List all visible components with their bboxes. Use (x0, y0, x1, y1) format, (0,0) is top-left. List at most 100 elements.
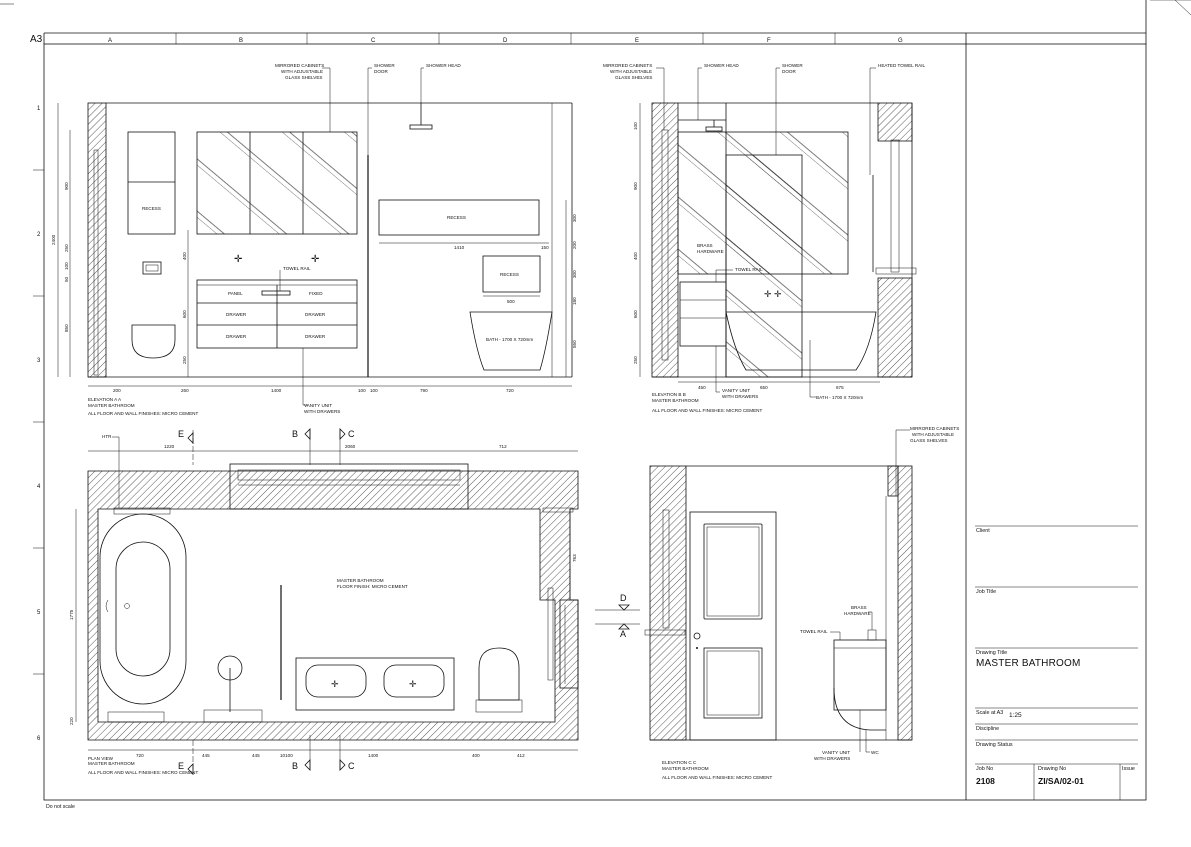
dim-left: 850 (64, 324, 69, 332)
dim-left-bb: 100 (633, 122, 638, 130)
label-shower-door-bb: SHOWER (782, 63, 803, 68)
vanity-panel-label: PANEL (228, 291, 243, 296)
section-marker-c (339, 759, 346, 771)
tap-icon: ✛ (311, 254, 319, 265)
section-marker-b (304, 759, 311, 771)
bath-plan (99, 513, 187, 705)
row-label-3: 3 (37, 358, 41, 364)
dim-bottom-plan: 445 (252, 753, 260, 758)
dim-bottom: 260 (181, 388, 189, 393)
label-mirrored-cabinet: MIRRORED CABINETS (275, 63, 324, 68)
vanity-drawer-label: DRAWER (305, 334, 326, 339)
dim-bottom: 200 (113, 388, 121, 393)
client-label: Client (976, 528, 990, 534)
drawing-no-value: ZI/SA/02-01 (1038, 776, 1084, 786)
label-mirrored-cabinet-bb: GLASS SHELVES (615, 75, 652, 80)
dim-bottom-bb: 650 (760, 385, 768, 390)
door-handle (693, 632, 701, 640)
towel-rail-vertical (93, 149, 99, 376)
dim-left: 400 (182, 252, 187, 260)
dim-right: 300 (572, 214, 577, 222)
drawing-no-label: Drawing No (1038, 766, 1067, 772)
row-grid (33, 169, 44, 675)
recess-bath (482, 255, 541, 293)
flush-plate (142, 261, 162, 275)
label-brass-cc: BRASS (851, 605, 867, 610)
dim-bottom-plan: 10100 (280, 753, 293, 758)
dim-bottom-plan: 1400 (368, 753, 379, 758)
dim-left: 900 (64, 182, 69, 190)
elevation-bb: ✛ ✛ MIRRORED CABINETS WITH ADJUSTABLE GL… (603, 63, 925, 413)
label-vanity: VANITY UNIT (304, 403, 332, 408)
label-shower-door: DOOR (374, 69, 388, 74)
label-towel-rail-cc: TOWEL RAIL (800, 629, 828, 634)
elevation-aa-subtitle: MASTER BATHROOM (88, 403, 135, 408)
row-label-1: 1 (37, 106, 41, 112)
recess-left (127, 131, 176, 235)
vanity-plan (295, 657, 455, 711)
label-shower-door-bb: DOOR (782, 69, 796, 74)
discipline-label: Discipline (976, 726, 1000, 732)
column-label-e: E (635, 38, 639, 44)
wc-elevation-cc (833, 687, 886, 731)
dim-left: 250 (64, 244, 69, 252)
label-mirrored-cabinet-cc: WITH ADJUSTABLE (912, 432, 954, 437)
job-title-label: Job Title (976, 589, 997, 595)
shower-head-bb (705, 126, 723, 132)
label-wc-cc: WC (871, 750, 879, 755)
scale-label: Scale at A3 (976, 710, 1004, 716)
recess-left-label: RECESS (142, 206, 161, 211)
dim-top-plan: 1220 (164, 444, 175, 449)
door-elevation (689, 511, 777, 741)
bath-elevation (469, 311, 553, 371)
label-brass-cc: HARDWARE (844, 611, 871, 616)
vanity-unit-cc (833, 639, 887, 711)
label-mirrored-cabinet-bb: WITH ADJUSTABLE (610, 69, 652, 74)
wc-elevation (131, 324, 176, 359)
dim-bottom-plan: 445 (202, 753, 210, 758)
label-shower-head: SHOWER HEAD (426, 63, 461, 68)
elevation-cc-finish: ALL FLOOR AND WALL FINISHES: MICRO CEMEN… (662, 775, 772, 780)
column-label-f: F (767, 38, 771, 44)
label-vanity-bb: WITH DRAWERS (722, 394, 758, 399)
plan-finish: ALL FLOOR AND WALL FINISHES: MICRO CEMEN… (88, 770, 198, 775)
section-marker-d (618, 604, 630, 611)
section-marker-c (339, 428, 346, 440)
section-label-b: B (292, 429, 298, 439)
dim-right-plan: 763 (572, 554, 577, 562)
elevation-bb-subtitle: MASTER BATHROOM (652, 398, 699, 403)
column-label-d: D (503, 38, 508, 44)
label-vanity-bb: VANITY UNIT (722, 388, 750, 393)
column-label-c: C (371, 38, 376, 44)
dim-top-plan: 712 (499, 444, 507, 449)
dim-left: 50 (64, 276, 69, 282)
dim-top-plan: 2060 (345, 444, 356, 449)
elevation-cc-subtitle: MASTER BATHROOM (662, 766, 709, 771)
label-brass-bb: HARDWARE (697, 249, 724, 254)
dim-left-plan: 1775 (69, 609, 74, 620)
dim-left-bb: 400 (633, 252, 638, 260)
vanity-fixed-label: FIXED (309, 291, 323, 296)
section-label-e: E (178, 429, 184, 439)
row-label-6: 6 (37, 736, 41, 742)
dim-bottom-plan: 400 (472, 753, 480, 758)
title-block (975, 525, 1138, 800)
label-bath-bb: BATH - 1700 X 720mm (816, 395, 863, 400)
column-label-a: A (108, 38, 112, 44)
elevation-cc-right-wall (897, 465, 913, 741)
elevation-aa: RECESS ✛ ✛ PANEL FIXED DRAWER DRAWER DRA… (51, 63, 577, 416)
heated-rail-plan (547, 587, 554, 681)
row-label-2: 2 (37, 232, 41, 238)
dim-left: 2400 (51, 234, 56, 245)
dim-left-bb: 600 (633, 310, 638, 318)
section-label-e: E (178, 761, 184, 771)
tap-icon: ✛ (234, 254, 242, 265)
elevation-bb-title: ELEVATION B B (652, 392, 686, 397)
recess-bath-label: RECESS (500, 272, 519, 277)
dim-bottom: 100 (358, 388, 366, 393)
shower-screen-bb (725, 154, 803, 378)
bath-elevation-bb (725, 311, 877, 371)
scale-value: 1:25 (1009, 712, 1022, 719)
vanity-unit-bb (679, 281, 727, 347)
